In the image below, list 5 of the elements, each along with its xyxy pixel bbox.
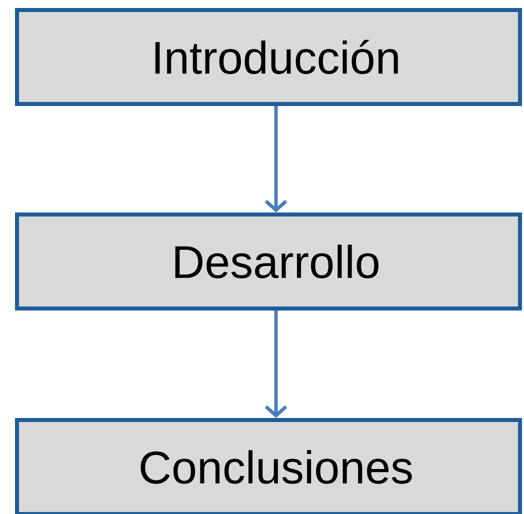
arrow <box>264 106 288 212</box>
process-box: Desarrollo <box>15 212 522 310</box>
arrow <box>264 310 288 418</box>
process-box: Introducción <box>15 8 522 106</box>
process-box: Conclusiones <box>15 418 522 514</box>
